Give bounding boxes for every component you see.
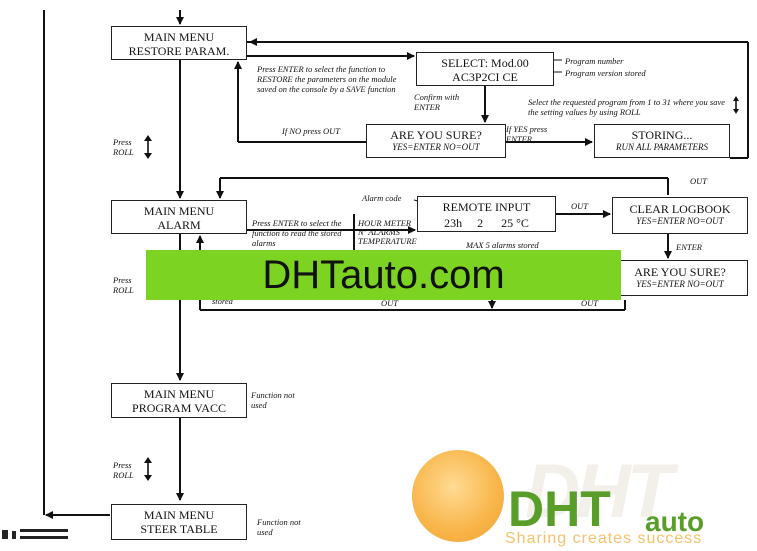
note-out-top: OUT [690, 176, 708, 186]
logo-circle [412, 450, 504, 542]
note-out-remote: OUT [571, 201, 589, 211]
logo-auto: auto [645, 506, 705, 537]
logo-big-outline: DHT [525, 449, 673, 534]
note-press-roll-1: Press ROLL [113, 137, 134, 157]
note-program-number: Program number [565, 56, 624, 66]
logo-slogan: Sharing creates success [505, 530, 703, 547]
vacc-line2: PROGRAM VACC [132, 401, 226, 415]
restore-line2: RESTORE PARAM. [128, 44, 230, 58]
remote-line1: REMOTE INPUT [442, 200, 531, 214]
note-press-enter-alarm: Press ENTER to select the function to re… [252, 218, 342, 248]
watermark-banner-text: DHTauto.com [262, 253, 505, 297]
steer-line1: MAIN MENU [143, 508, 215, 522]
note-stored: stored [212, 296, 233, 306]
footer-mark-icon [2, 529, 68, 539]
alarm-box: MAIN MENU ALARM [111, 200, 247, 234]
select-line2: AC3P2CI CE [452, 70, 518, 84]
storing-box: STORING... RUN ALL PARAMETERS [594, 124, 730, 158]
sure1-line1: ARE YOU SURE? [390, 128, 482, 142]
alarm-line1: MAIN MENU [143, 204, 215, 218]
sure2-line1: ARE YOU SURE? [634, 265, 726, 279]
note-if-no-press-out: If NO press OUT [282, 126, 341, 136]
are-you-sure-box-2: ARE YOU SURE? YES=ENTER NO=OUT [612, 260, 748, 296]
note-program-version: Program version stored [565, 68, 646, 78]
storing-line2: RUN ALL PARAMETERS [615, 142, 708, 152]
clear-line1: CLEAR LOGBOOK [629, 202, 731, 216]
note-press-roll-2: Press ROLL [113, 275, 134, 295]
note-n-alarms: Nº ALARMS [358, 227, 400, 237]
note-press-enter-restore: Press ENTER to select the function to RE… [257, 64, 397, 94]
note-function-not-used-2: Function not used [257, 517, 301, 537]
note-max-alarms: MAX 5 alarms stored [466, 240, 539, 250]
remote-temp: 25 °C [501, 216, 529, 230]
sure2-line2: YES=ENTER NO=OUT [636, 279, 724, 289]
program-vacc-box: MAIN MENU PROGRAM VACC [111, 383, 247, 418]
remote-values: 23h 2 25 °C [418, 216, 555, 230]
sure1-line2: YES=ENTER NO=OUT [392, 142, 480, 152]
remote-hours: 23h [444, 216, 463, 230]
watermark-banner: DHTauto.com [146, 250, 621, 300]
note-press-roll-3: Press ROLL [113, 460, 134, 480]
restore-line1: MAIN MENU [143, 30, 215, 44]
note-out-bottom-2: OUT [581, 298, 599, 308]
storing-line1: STORING... [631, 128, 693, 142]
note-confirm-enter: Confirm with ENTER [414, 92, 460, 112]
note-alarm-code: Alarm code [362, 193, 402, 203]
note-out-bottom-1: OUT [381, 298, 399, 308]
note-if-yes-press-enter: If YES press ENTER [506, 124, 548, 144]
select-box: SELECT: Mod.00 AC3P2CI CE [416, 52, 554, 86]
remote-count: 2 [477, 216, 484, 230]
note-select-requested: Select the requested program from 1 to 3… [528, 97, 726, 117]
note-hour-meter: HOUR METER [358, 218, 412, 228]
steer-line2: STEER TABLE [140, 522, 218, 536]
note-temperature: TEMPERATURE [358, 236, 417, 246]
restore-param-box: MAIN MENU RESTORE PARAM. [111, 26, 247, 60]
select-line1: SELECT: Mod.00 [441, 56, 529, 70]
are-you-sure-box-1: ARE YOU SURE? YES=ENTER NO=OUT [366, 124, 506, 158]
logo-dht: DHT [508, 481, 611, 537]
clear-logbook-box: CLEAR LOGBOOK YES=ENTER NO=OUT [612, 197, 748, 234]
remote-input-box: REMOTE INPUT 23h 2 25 °C [417, 196, 556, 232]
clear-line2: YES=ENTER NO=OUT [636, 216, 724, 226]
note-enter-clear: ENTER [676, 242, 702, 252]
note-function-not-used-1: Function not used [251, 390, 295, 410]
alarm-line2: ALARM [157, 218, 201, 232]
steer-table-box: MAIN MENU STEER TABLE [111, 504, 247, 540]
vacc-line1: MAIN MENU [143, 387, 215, 401]
